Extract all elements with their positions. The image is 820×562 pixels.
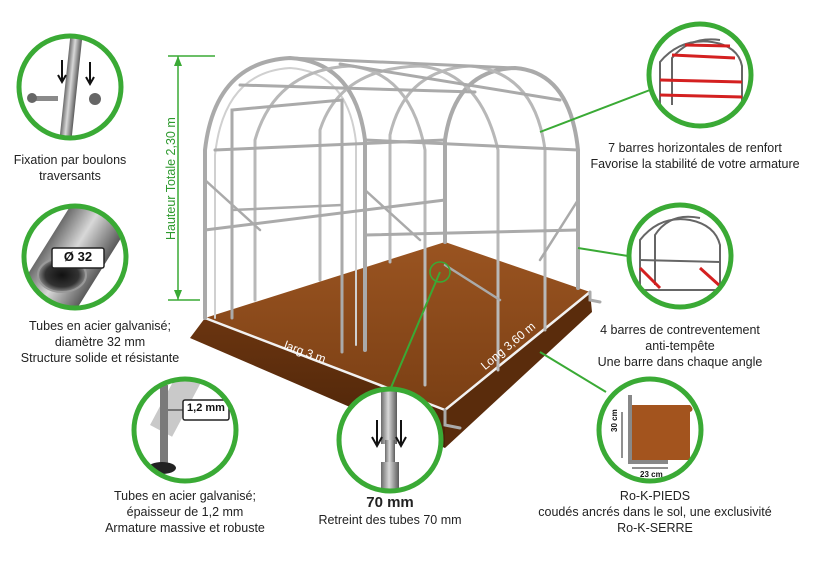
height-label: Hauteur Totale 2,30 m bbox=[164, 117, 178, 240]
callout-bolts-circle bbox=[16, 33, 124, 141]
caption-shrink: 70 mm Retreint des tubes 70 mm bbox=[300, 494, 480, 528]
caption-diameter-line-1: Tubes en acier galvanisé; bbox=[29, 319, 171, 333]
feet-width-label: 23 cm bbox=[640, 470, 663, 479]
caption-feet-line-3: Ro-K-SERRE bbox=[617, 521, 693, 535]
caption-bracing-line-1: 4 barres de contreventement bbox=[600, 323, 760, 337]
height-dimension bbox=[168, 55, 215, 301]
caption-thickness-line-2: épaisseur de 1,2 mm bbox=[126, 505, 244, 519]
callout-reinforcement-circle bbox=[646, 21, 754, 129]
caption-bracing: 4 barres de contreventement anti-tempête… bbox=[580, 322, 780, 370]
caption-diameter-line-2: diamètre 32 mm bbox=[54, 335, 146, 349]
callout-feet-circle bbox=[596, 376, 704, 484]
caption-bracing-line-3: Une barre dans chaque angle bbox=[597, 355, 763, 369]
caption-thickness-line-1: Tubes en acier galvanisé; bbox=[114, 489, 256, 503]
feet-height-label: 30 cm bbox=[610, 409, 619, 432]
greenhouse-frame bbox=[203, 55, 602, 430]
caption-bolts: Fixation par boulons traversants bbox=[0, 152, 140, 184]
thickness-badge: 1,2 mm bbox=[187, 402, 225, 414]
caption-diameter: Tubes en acier galvanisé; diamètre 32 mm… bbox=[0, 318, 200, 366]
caption-bolts-line-1: Fixation par boulons bbox=[13, 153, 127, 167]
diameter-badge: Ø 32 bbox=[63, 249, 93, 264]
caption-shrink-title: 70 mm bbox=[366, 494, 414, 511]
caption-reinforcement: 7 barres horizontales de renfort Favoris… bbox=[575, 140, 815, 172]
caption-bracing-line-2: anti-tempête bbox=[645, 339, 715, 353]
caption-feet: Ro-K-PIEDS coudés ancrés dans le sol, un… bbox=[520, 488, 790, 536]
caption-reinforcement-line-1: 7 barres horizontales de renfort bbox=[608, 141, 782, 155]
caption-bolts-line-2: traversants bbox=[39, 169, 101, 183]
caption-diameter-line-3: Structure solide et résistante bbox=[20, 351, 180, 365]
caption-reinforcement-line-2: Favorise la stabilité de votre armature bbox=[590, 157, 800, 171]
caption-feet-line-2: coudés ancrés dans le sol, une exclusivi… bbox=[538, 505, 772, 519]
caption-thickness: Tubes en acier galvanisé; épaisseur de 1… bbox=[90, 488, 280, 536]
callout-shrink-circle bbox=[336, 386, 444, 494]
callout-diameter-circle bbox=[21, 203, 129, 311]
callout-thickness-circle bbox=[131, 376, 239, 484]
caption-thickness-line-3: Armature massive et robuste bbox=[105, 521, 265, 535]
caption-shrink-line-1: Retreint des tubes 70 mm bbox=[318, 513, 462, 527]
callout-bracing-circle bbox=[626, 202, 734, 310]
caption-feet-line-1: Ro-K-PIEDS bbox=[619, 489, 691, 503]
callout-connectors bbox=[389, 89, 651, 393]
